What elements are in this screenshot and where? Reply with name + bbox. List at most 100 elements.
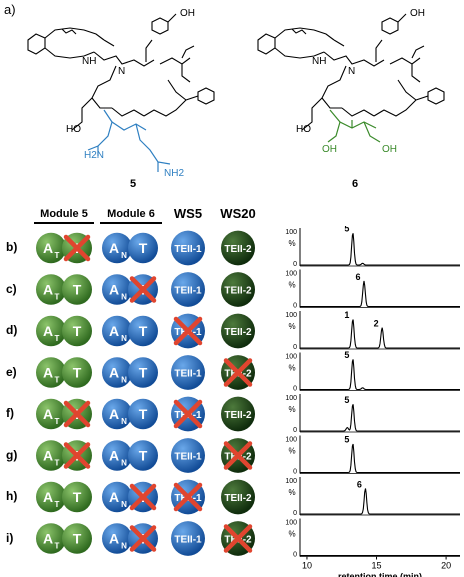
row-label: i) [6, 530, 14, 545]
module6-a-sub: N [121, 459, 127, 468]
module5-a-domain [36, 274, 66, 305]
x-axis-title: retention time (min) [338, 572, 422, 577]
module5-t-domain [62, 523, 92, 554]
ws5-inactive-icon [173, 316, 203, 346]
module5-t-domain [62, 357, 92, 388]
y-axis-label: % [288, 488, 295, 497]
module6-a-domain [102, 440, 132, 471]
row-label: d) [6, 323, 18, 337]
chromatogram-trace: 100%05 [285, 350, 460, 393]
module5-t-inactive-icon [63, 234, 91, 262]
module6-a-label: A [109, 365, 119, 381]
y-axis-label: % [288, 322, 295, 331]
ws5-teii1-label: TEII-1 [174, 369, 202, 380]
module5-t-inactive-icon [63, 400, 91, 428]
compound-6-oh1: OH [322, 144, 337, 155]
module6-t-label: T [139, 365, 148, 381]
header-module6: Module 6 [100, 208, 162, 224]
module5-a-domain [36, 232, 66, 264]
y-tick-100: 100 [285, 312, 297, 319]
y-tick-100: 100 [285, 229, 297, 236]
trace-line [300, 280, 460, 308]
y-axis-label: % [288, 530, 295, 539]
ws20-teii2-domain [221, 396, 255, 432]
module5-a-domain [36, 398, 66, 430]
module6-t-inactive-icon [129, 525, 157, 552]
module5-t-label: T [73, 365, 82, 381]
peak-label: 1 [344, 310, 349, 320]
ws20-inactive-icon [223, 358, 253, 387]
module5-a-domain [36, 481, 66, 513]
y-tick-0: 0 [293, 552, 297, 559]
compound-6-nh: NH [312, 56, 327, 67]
y-axis-label: % [288, 239, 295, 248]
chromatogram-trace: 100% 0 [285, 518, 460, 559]
module5-a-domain [36, 315, 66, 347]
y-tick-100: 100 [285, 395, 297, 402]
header-ws5: WS5 [173, 206, 203, 221]
chromatogram-trace: 100%012 [285, 310, 460, 351]
ws20-teii2-label: TEII-2 [224, 410, 252, 421]
module5-a-label: A [43, 365, 53, 381]
ws20-teii2-domain [221, 272, 255, 307]
module6-a-sub: N [121, 542, 127, 551]
module6-a-domain [102, 315, 132, 347]
compound-6-number: 6 [352, 178, 359, 190]
row-label: e) [6, 364, 17, 379]
module6-a-sub: N [121, 251, 127, 260]
module5-a-sub: T [55, 251, 60, 260]
y-tick-100: 100 [285, 354, 297, 361]
module6-a-label: A [109, 448, 119, 464]
module5-t-domain [62, 274, 92, 305]
module5-a-label: A [43, 406, 53, 422]
module5-a-label: A [43, 531, 53, 547]
compound-6-oh2: OH [382, 144, 397, 155]
ws5-teii1-label: TEII-1 [174, 535, 202, 546]
module6-t-inactive-icon [129, 483, 157, 511]
module6-a-sub: N [121, 500, 127, 509]
module6-a-label: A [109, 282, 119, 298]
chromatogram-trace: 100%05 [285, 394, 460, 434]
compound-6-group-left: HO [296, 124, 311, 135]
y-tick-0: 0 [293, 469, 297, 476]
module6-a-label: A [109, 406, 119, 422]
peak-label: 6 [355, 272, 360, 282]
chromatogram-trace: 100%05 [285, 226, 460, 268]
module6-a-domain [102, 523, 132, 554]
module5-a-label: A [43, 489, 53, 505]
ws5-teii1-domain [171, 438, 205, 473]
module5-t-label: T [73, 282, 82, 298]
ws20-teii2-domain [221, 479, 255, 515]
ws5-teii1-domain [171, 230, 205, 266]
ws5-inactive-icon [173, 482, 203, 512]
domain-grid: ATTANTTEII-1TEII-2ATTANTTEII-1TEII-2ATTA… [36, 230, 255, 556]
module5-t-label: T [73, 323, 82, 339]
compound-5-oh-top: OH [180, 8, 195, 19]
y-tick-0: 0 [293, 510, 297, 517]
x-tick-label: 15 [372, 561, 382, 571]
ws20-teii2-domain [221, 230, 255, 266]
y-tick-100: 100 [285, 437, 297, 444]
row-label: b) [6, 240, 18, 254]
chromatogram-trace: 100%06 [285, 477, 460, 517]
y-tick-100: 100 [285, 520, 297, 527]
compound-5-structure [27, 13, 215, 131]
module5-a-sub: T [55, 417, 60, 426]
module6-a-sub: N [121, 376, 127, 385]
ws5-teii1-domain [171, 355, 205, 390]
module6-a-label: A [109, 323, 119, 339]
y-tick-0: 0 [293, 386, 297, 393]
ws5-teii1-label: TEII-1 [174, 286, 202, 297]
y-axis-label: % [288, 405, 295, 414]
ws5-inactive-icon [173, 399, 203, 429]
module5-a-domain [36, 440, 66, 471]
x-tick-label: 10 [302, 561, 312, 571]
chromatogram-trace: 100%06 [285, 269, 460, 310]
ws20-teii2-label: TEII-2 [224, 327, 252, 338]
y-axis-label: % [288, 364, 295, 373]
